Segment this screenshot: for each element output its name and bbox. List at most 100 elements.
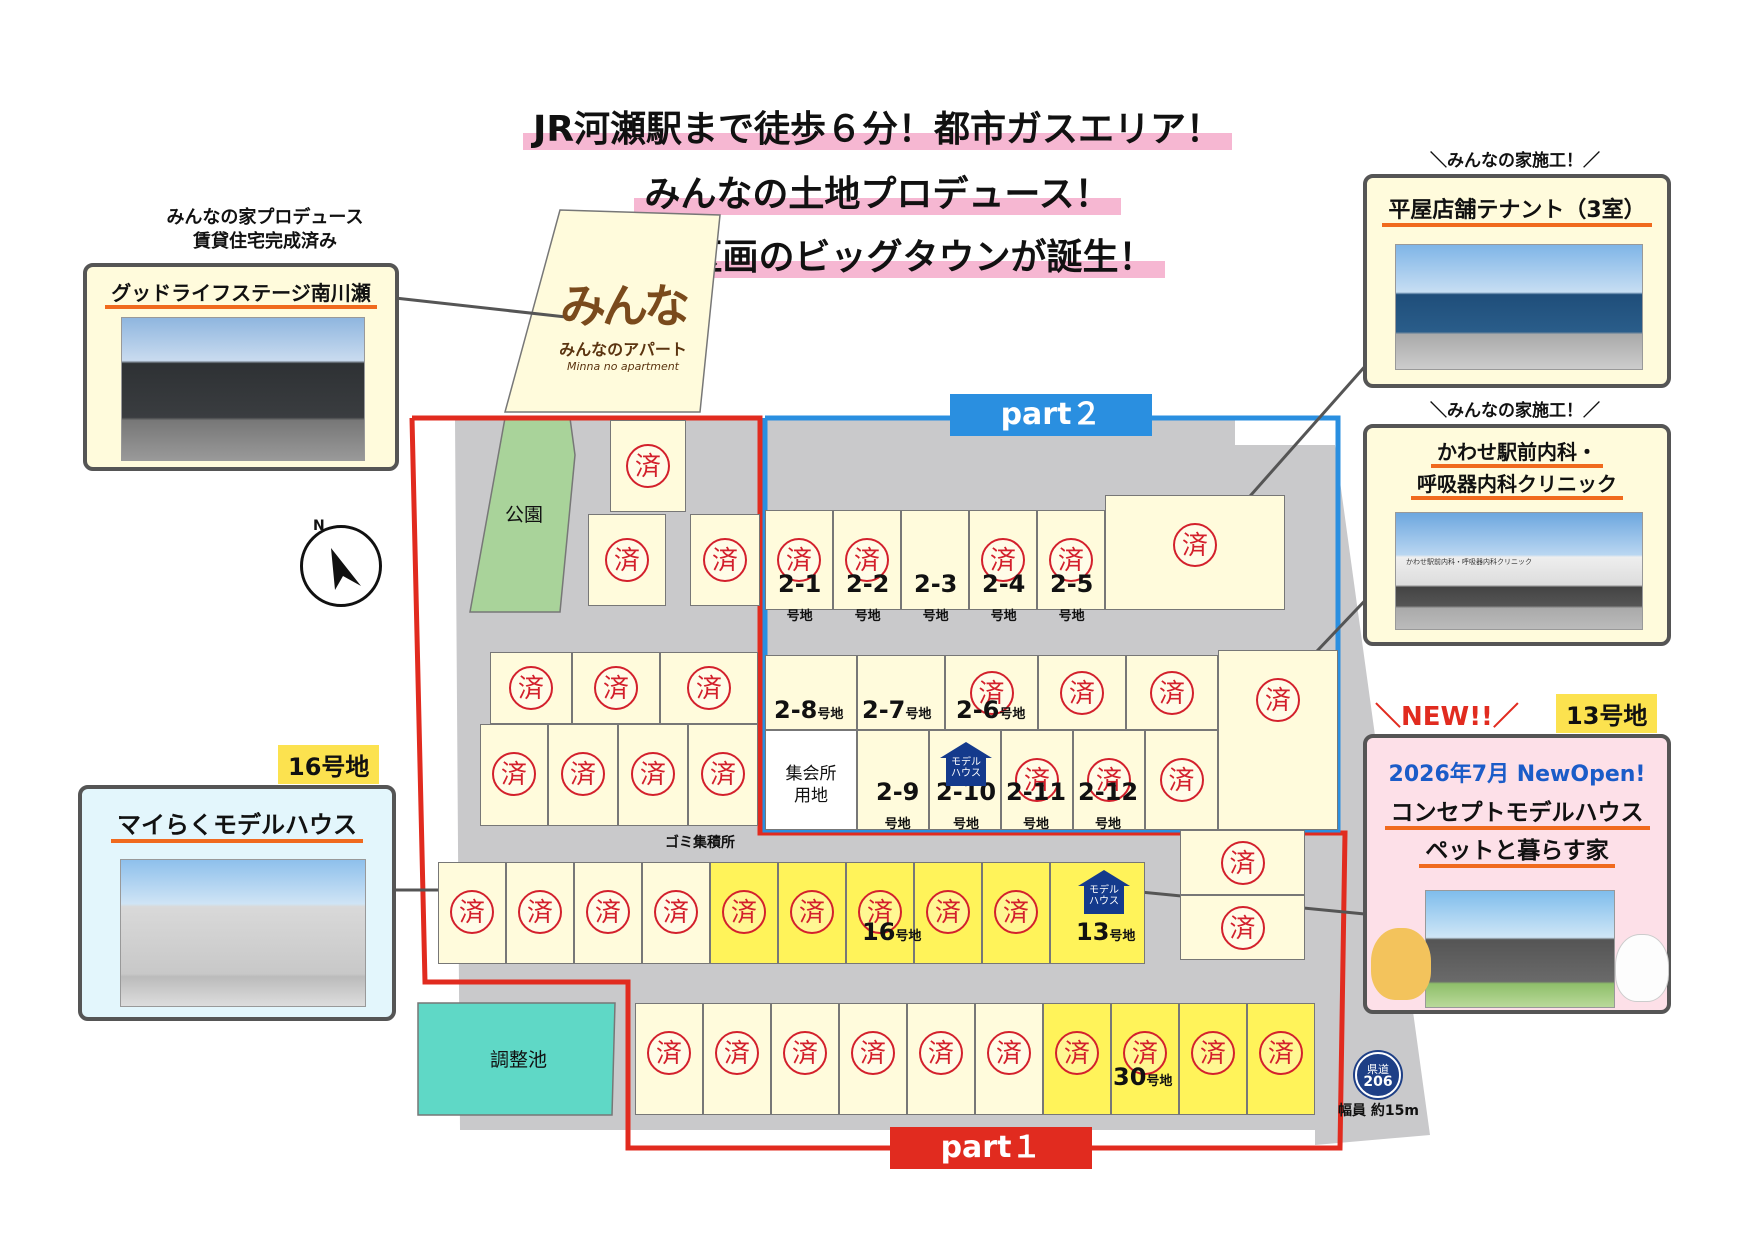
part1-label: part１: [890, 1127, 1092, 1169]
clinic-callout: かわせ駅前内科・呼吸器内科クリニック かわせ駅前内科・呼吸器内科クリニック: [1363, 424, 1671, 646]
part1-outline: [409, 415, 1348, 1151]
lot[interactable]: [765, 510, 833, 610]
clinic-caption: ＼みんなの家施工！／: [1430, 401, 1600, 421]
goodlife-callout: グッドライフステージ南川瀬: [83, 263, 399, 471]
goodlife-title: グッドライフステージ南川瀬: [87, 277, 395, 309]
sold-mark: 済: [561, 752, 605, 796]
clinic-photo: かわせ駅前内科・呼吸器内科クリニック: [1395, 512, 1643, 630]
model-house-icon: モデルハウス: [940, 742, 992, 786]
sold-mark: 済: [987, 1031, 1031, 1075]
sold-mark: 済: [450, 890, 494, 934]
logo-text-en: Minna no apartment: [567, 360, 679, 373]
sold-mark: 済: [1087, 758, 1131, 802]
sold-mark: 済: [654, 890, 698, 934]
lot[interactable]: [574, 862, 642, 964]
sold-mark: 済: [687, 666, 731, 710]
road-width: 幅員 約15m: [1338, 1103, 1419, 1119]
concept-title: コンセプトモデルハウスペットと暮らす家: [1367, 794, 1667, 870]
lot[interactable]: [857, 655, 945, 730]
sold-mark: 済: [715, 1031, 759, 1075]
sold-mark: 済: [626, 444, 670, 488]
lot[interactable]: [688, 724, 758, 826]
lot-label-2-8: 2-8号地: [774, 696, 844, 724]
sold-mark: 済: [994, 890, 1038, 934]
tenant-callout: 平屋店舗テナント（3室）: [1363, 174, 1671, 388]
lot[interactable]: [1038, 655, 1126, 730]
sold-mark: 済: [703, 538, 747, 582]
dog-icon: [1371, 928, 1431, 1000]
lot-label-30: 30号地: [1113, 1063, 1173, 1091]
sold-mark: 済: [1256, 678, 1300, 722]
sold-mark: 済: [1191, 1031, 1235, 1075]
sold-mark: 済: [926, 890, 970, 934]
sold-mark: 済: [1055, 1031, 1099, 1075]
sold-mark: 済: [701, 752, 745, 796]
tenant-title: 平屋店舗テナント（3室）: [1367, 192, 1667, 227]
sold-mark: 済: [1173, 523, 1217, 567]
lot[interactable]: [857, 730, 929, 830]
lot[interactable]: [969, 510, 1037, 610]
lot[interactable]: [945, 655, 1038, 730]
sold-mark: 済: [647, 1031, 691, 1075]
mairaku-callout: マイらくモデルハウス: [78, 785, 396, 1021]
sold-mark: 済: [851, 1031, 895, 1075]
headline-1: JR河瀬駅まで徒歩６分！都市ガスエリア！: [0, 100, 1755, 152]
logo-text-jp: みんなのアパート: [559, 340, 687, 359]
sold-mark: 済: [1220, 905, 1265, 950]
sold-mark: 済: [919, 1031, 963, 1075]
pond-area: [417, 1002, 616, 1116]
sold-mark: 済: [981, 538, 1025, 582]
sold-mark: 済: [492, 752, 536, 796]
pond-label: 調整池: [490, 1049, 548, 1071]
lot-label-2-6: 2-6号地: [956, 696, 1026, 724]
sold-mark: 済: [509, 666, 553, 710]
lot[interactable]: [1218, 650, 1338, 830]
sold-mark: 済: [1159, 758, 1204, 802]
concept-photo: [1425, 890, 1615, 1008]
concept-open: 2026年7月 NewOpen!: [1388, 762, 1646, 787]
sold-mark: 済: [518, 890, 562, 934]
sold-mark: 済: [631, 752, 675, 796]
sold-mark: 済: [586, 890, 630, 934]
lot[interactable]: [901, 510, 969, 610]
concept-callout: 2026年7月 NewOpen! コンセプトモデルハウスペットと暮らす家: [1363, 734, 1671, 1014]
sold-mark: 済: [783, 1031, 827, 1075]
sold-mark: 済: [790, 890, 834, 934]
cat-icon: [1615, 934, 1669, 1002]
logo-mark: みんな: [560, 279, 690, 333]
compass-icon: N: [300, 518, 382, 607]
sold-mark: 済: [858, 890, 902, 934]
part2-label: part２: [950, 394, 1152, 436]
meeting-area: 集会所 用地: [765, 730, 857, 830]
sold-mark: 済: [605, 538, 649, 582]
sold-mark: 済: [845, 538, 889, 582]
sold-mark: 済: [1060, 670, 1104, 715]
clinic-title: かわせ駅前内科・呼吸器内科クリニック: [1367, 436, 1667, 500]
sold-mark: 済: [1015, 758, 1059, 802]
headline-2: みんなの土地プロデュース！: [0, 165, 1755, 217]
lot[interactable]: [690, 514, 760, 606]
sold-mark: 済: [1049, 538, 1093, 582]
mairaku-tag: 16号地: [278, 745, 380, 784]
lot[interactable]: [765, 655, 857, 730]
sold-mark: 済: [722, 890, 766, 934]
new-label: ＼NEW!!／: [1375, 702, 1519, 732]
goodlife-caption: みんなの家プロデュース 賃貸住宅完成済み: [166, 207, 364, 252]
garbage-label: ゴミ集積所: [665, 835, 735, 851]
sold-mark: 済: [1259, 1031, 1303, 1075]
sold-mark: 済: [777, 538, 821, 582]
mairaku-photo: [120, 859, 366, 1007]
tenant-caption: ＼みんなの家施工！／: [1430, 151, 1600, 171]
sold-mark: 済: [1150, 670, 1194, 715]
sold-mark: 済: [1220, 840, 1265, 885]
lot-label-13: 13号地: [1076, 918, 1136, 946]
